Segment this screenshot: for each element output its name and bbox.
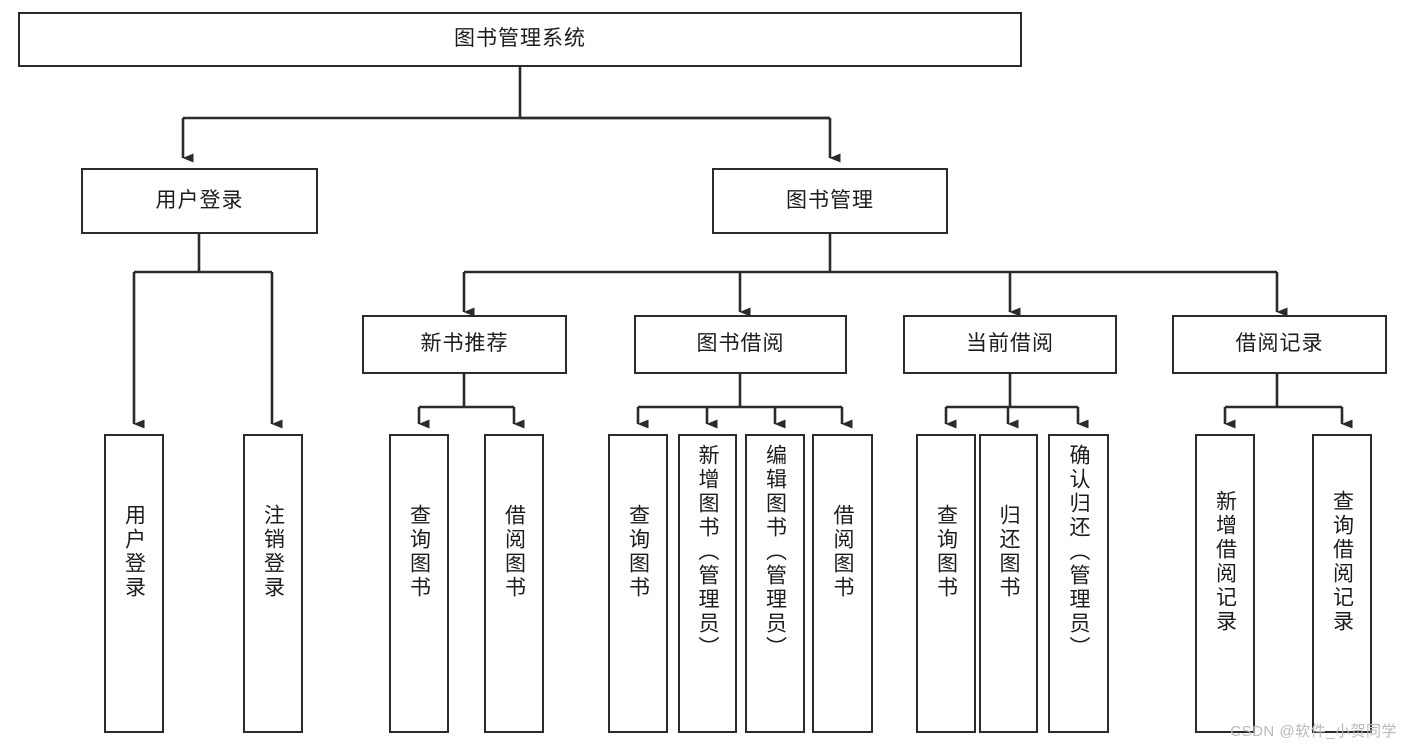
node-leaf-query-book-1[interactable]: 查询图书	[389, 434, 449, 733]
node-label: 当前借阅	[966, 332, 1054, 356]
node-book-management-system[interactable]: 图书管理系统	[18, 12, 1022, 67]
node-label: 借阅图书	[831, 504, 854, 600]
node-leaf-add-book[interactable]: 新增图书（管理员）	[678, 434, 737, 733]
node-leaf-borrow-book-2[interactable]: 借阅图书	[812, 434, 873, 733]
node-leaf-query-book-2[interactable]: 查询图书	[608, 434, 668, 733]
node-borrow-record[interactable]: 借阅记录	[1172, 315, 1387, 374]
node-label: 图书管理系统	[454, 27, 586, 51]
node-leaf-user-login[interactable]: 用户登录	[104, 434, 164, 733]
node-leaf-return-book[interactable]: 归还图书	[979, 434, 1038, 733]
node-label: 图书管理	[786, 188, 874, 212]
node-leaf-query-book-3[interactable]: 查询图书	[916, 434, 976, 733]
node-label: 查询图书	[626, 504, 650, 600]
node-label: 用户登录	[122, 504, 146, 600]
node-label: 新书推荐	[420, 332, 509, 356]
node-label: 查询图书	[407, 504, 431, 600]
node-label: 借阅图书	[502, 504, 526, 600]
node-new-book-recommend[interactable]: 新书推荐	[362, 315, 567, 374]
node-label: 归还图书	[997, 504, 1020, 600]
node-label: 借阅记录	[1235, 332, 1324, 356]
node-label: 查询图书	[934, 504, 958, 600]
node-leaf-edit-book[interactable]: 编辑图书（管理员）	[745, 434, 805, 733]
csdn-watermark: CSDN @软件_小贺同学	[1230, 723, 1397, 740]
node-leaf-confirm-return[interactable]: 确认归还（管理员）	[1048, 434, 1109, 733]
node-leaf-borrow-book-1[interactable]: 借阅图书	[484, 434, 544, 733]
node-label: 查询借阅记录	[1330, 490, 1354, 634]
node-book-management[interactable]: 图书管理	[712, 168, 948, 234]
node-leaf-add-record[interactable]: 新增借阅记录	[1195, 434, 1255, 733]
node-label: 新增借阅记录	[1213, 490, 1237, 634]
node-current-borrow[interactable]: 当前借阅	[903, 315, 1117, 374]
node-label: 确认归还（管理员）	[1067, 444, 1090, 660]
node-leaf-query-record[interactable]: 查询借阅记录	[1312, 434, 1372, 733]
node-leaf-logout[interactable]: 注销登录	[243, 434, 303, 733]
node-book-borrow[interactable]: 图书借阅	[634, 315, 847, 374]
node-label: 用户登录	[155, 188, 244, 212]
node-label: 新增图书（管理员）	[696, 444, 719, 660]
node-user-login[interactable]: 用户登录	[81, 168, 318, 234]
node-label: 图书借阅	[696, 332, 785, 356]
node-label: 注销登录	[261, 504, 285, 600]
node-label: 编辑图书（管理员）	[763, 444, 787, 660]
